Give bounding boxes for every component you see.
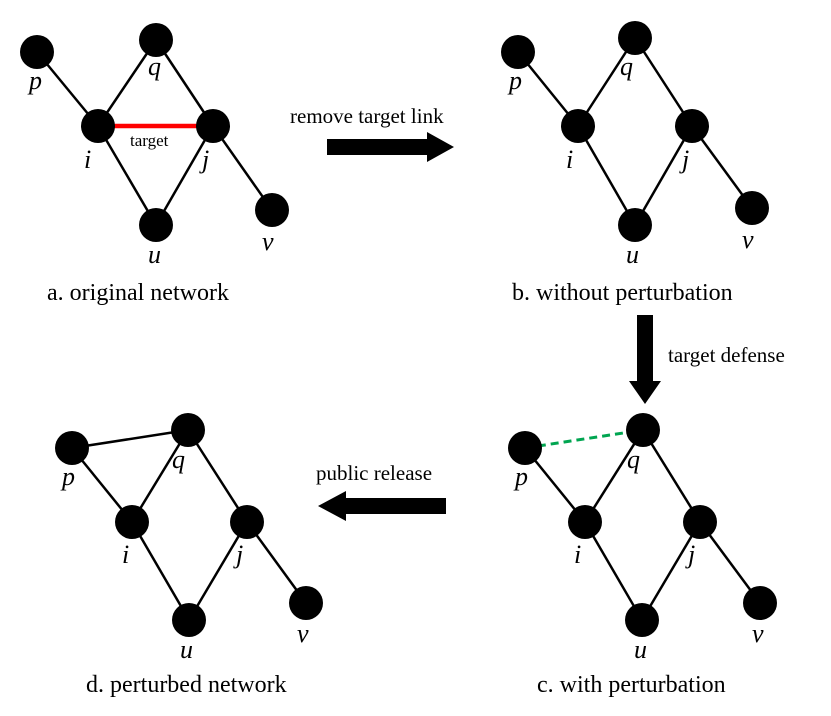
step-release-label: public release	[316, 461, 432, 485]
edge-i-u	[96, 125, 158, 226]
edge-q-i	[96, 39, 158, 127]
target-edge-label: target	[130, 131, 169, 150]
edge-q-j	[633, 37, 694, 127]
node-j	[230, 505, 264, 539]
edge-p-q	[71, 428, 189, 450]
node-i	[561, 109, 595, 143]
panel-a: target p q i j u v a. original network	[20, 23, 289, 306]
arrow-right-icon	[327, 132, 454, 162]
node-label-u: u	[180, 635, 193, 664]
node-u	[618, 208, 652, 242]
edge-j-v	[211, 125, 274, 211]
node-label-p: p	[513, 462, 528, 491]
node-label-v: v	[297, 619, 309, 648]
node-label-j: j	[199, 145, 209, 174]
node-v	[735, 191, 769, 225]
caption-d: d. perturbed network	[86, 672, 287, 698]
caption-c: c. with perturbation	[537, 672, 726, 698]
node-label-i: i	[574, 540, 581, 569]
panel-b: p q i j u v b. without perturbation	[501, 21, 769, 306]
step-target-defense: target defense	[629, 315, 785, 404]
edge-j-u	[154, 125, 215, 226]
edge-q-i	[583, 429, 645, 523]
node-label-v: v	[742, 225, 754, 254]
panel-d: p q i j u v d. perturbed network	[55, 413, 323, 698]
node-j	[675, 109, 709, 143]
edge-j-u	[640, 521, 702, 621]
node-label-i: i	[122, 540, 129, 569]
step-defense-label: target defense	[668, 343, 785, 367]
node-label-j: j	[685, 540, 695, 569]
node-label-j: j	[233, 540, 243, 569]
node-p	[501, 35, 535, 69]
node-j	[683, 505, 717, 539]
edge-i-u	[576, 125, 637, 226]
perturbation-edge-p-q	[524, 428, 644, 450]
edge-i-u	[130, 521, 191, 621]
node-v	[289, 586, 323, 620]
node-label-p: p	[27, 66, 42, 95]
node-label-p: p	[507, 66, 522, 95]
node-q	[626, 413, 660, 447]
node-label-v: v	[262, 227, 274, 256]
node-v	[255, 193, 289, 227]
node-j	[196, 109, 230, 143]
node-q	[618, 21, 652, 55]
node-label-u: u	[634, 635, 647, 664]
edge-j-u	[633, 125, 694, 226]
node-label-q: q	[620, 52, 633, 81]
node-label-u: u	[626, 240, 639, 269]
panel-c: p q i j u v c. with perturbation	[508, 413, 777, 698]
node-label-p: p	[60, 462, 75, 491]
edge-q-i	[576, 37, 637, 127]
step-public-release: public release	[316, 461, 446, 521]
edge-i-u	[583, 521, 644, 621]
node-label-u: u	[148, 240, 161, 269]
caption-b: b. without perturbation	[512, 280, 733, 306]
edge-q-j	[186, 429, 249, 523]
node-p	[508, 431, 542, 465]
node-label-v: v	[752, 619, 764, 648]
node-u	[139, 208, 173, 242]
edge-q-j	[641, 429, 702, 523]
step-remove-label: remove target link	[290, 104, 444, 128]
step-remove-target-link: remove target link	[290, 104, 454, 162]
node-q	[139, 23, 173, 57]
node-u	[625, 603, 659, 637]
node-label-q: q	[172, 445, 185, 474]
node-i	[81, 109, 115, 143]
edge-j-u	[187, 521, 249, 621]
node-label-i: i	[566, 145, 573, 174]
caption-a: a. original network	[47, 280, 229, 306]
node-label-i: i	[84, 145, 91, 174]
node-label-q: q	[627, 445, 640, 474]
arrow-down-icon	[629, 315, 661, 404]
node-i	[568, 505, 602, 539]
edge-q-i	[130, 429, 190, 523]
edge-q-j	[154, 39, 215, 127]
node-label-q: q	[148, 52, 161, 81]
node-v	[743, 586, 777, 620]
node-label-j: j	[679, 145, 689, 174]
arrow-left-icon	[318, 491, 446, 521]
node-u	[172, 603, 206, 637]
node-i	[115, 505, 149, 539]
node-q	[171, 413, 205, 447]
node-p	[20, 35, 54, 69]
node-p	[55, 431, 89, 465]
